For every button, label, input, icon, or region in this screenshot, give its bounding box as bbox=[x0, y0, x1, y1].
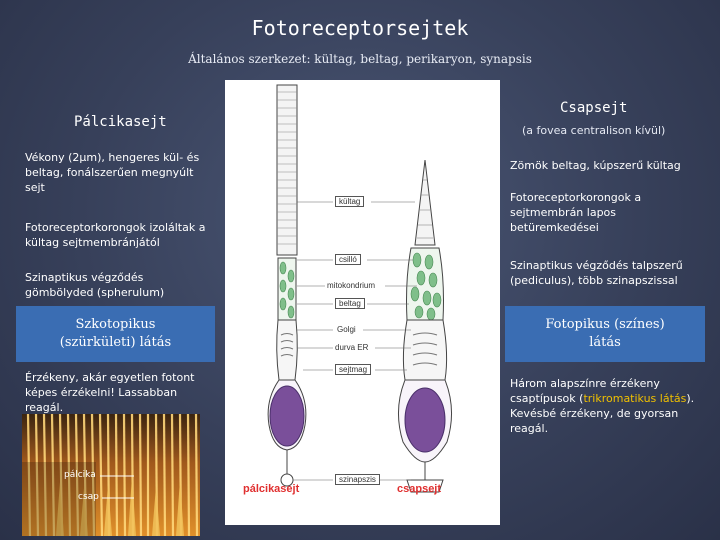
photo-cone-label: csap bbox=[78, 492, 99, 502]
label-kultag: kültag bbox=[335, 196, 365, 207]
label-szinapszis: szinapszis bbox=[335, 474, 380, 485]
label-mitokondrium: mitokondrium bbox=[327, 281, 376, 290]
cone-subheading: (a fovea centralison kívül) bbox=[522, 124, 666, 137]
rod-cell-caption: pálcikasejt bbox=[243, 483, 300, 495]
cone-text-2: Fotoreceptorkorongok a sejtmembrán lapos… bbox=[510, 191, 642, 234]
page-subtitle: Általános szerkezet: kültag, beltag, per… bbox=[188, 52, 532, 66]
trichromatic-highlight: trikromatikus látás bbox=[583, 392, 687, 405]
photo-rod-label: pálcika bbox=[64, 470, 96, 480]
cone-text-4a: Három alapszínre érzékeny csaptípusok ( bbox=[510, 377, 660, 405]
label-csillo: csilló bbox=[335, 254, 361, 265]
retina-photo bbox=[22, 413, 200, 537]
label-durva-er: durva ER bbox=[335, 343, 369, 352]
rod-text-1: Vékony (2µm), hengeres kül- és beltag, f… bbox=[25, 151, 200, 194]
label-sejtmag: sejtmag bbox=[335, 364, 372, 375]
cone-text-4: Három alapszínre érzékeny csaptípusok (t… bbox=[510, 376, 700, 436]
page-title: Fotoreceptorsejtek bbox=[251, 16, 469, 40]
photo-pointer-lines bbox=[100, 475, 134, 499]
label-beltag: beltag bbox=[335, 298, 365, 309]
label-golgi: Golgi bbox=[337, 325, 356, 334]
cone-heading: Csapsejt bbox=[560, 100, 628, 116]
cone-text-4c: ). Kevésbé érzékeny, de gyorsan reagál. bbox=[510, 392, 695, 435]
rod-text-2: Fotoreceptorkorongok izoláltak a kültag … bbox=[25, 221, 206, 249]
photopic-vision-box: Fotopikus (színes) látás bbox=[505, 306, 705, 362]
cone-text-1: Zömök beltag, kúpszerű kültag bbox=[510, 159, 681, 172]
scotopic-vision-label: Szkotopikus (szürkületi) látás bbox=[59, 317, 172, 350]
cell-illustration bbox=[267, 84, 453, 493]
photoreceptor-diagram: kültag csilló mitokondrium beltag Golgi … bbox=[225, 80, 500, 525]
photopic-vision-label: Fotopikus (színes) látás bbox=[545, 317, 665, 350]
rod-text-4: Érzékeny, akár egyetlen fotont képes érz… bbox=[25, 371, 195, 414]
rod-text-3: Szinaptikus végződés gömbölyded (spherul… bbox=[25, 271, 165, 299]
scotopic-vision-box: Szkotopikus (szürkületi) látás bbox=[16, 306, 215, 362]
rod-heading: Pálcikasejt bbox=[74, 114, 167, 130]
cone-text-3: Szinaptikus végződés talpszerű (pediculu… bbox=[510, 259, 683, 287]
cone-cell-caption: csapsejt bbox=[397, 483, 442, 495]
